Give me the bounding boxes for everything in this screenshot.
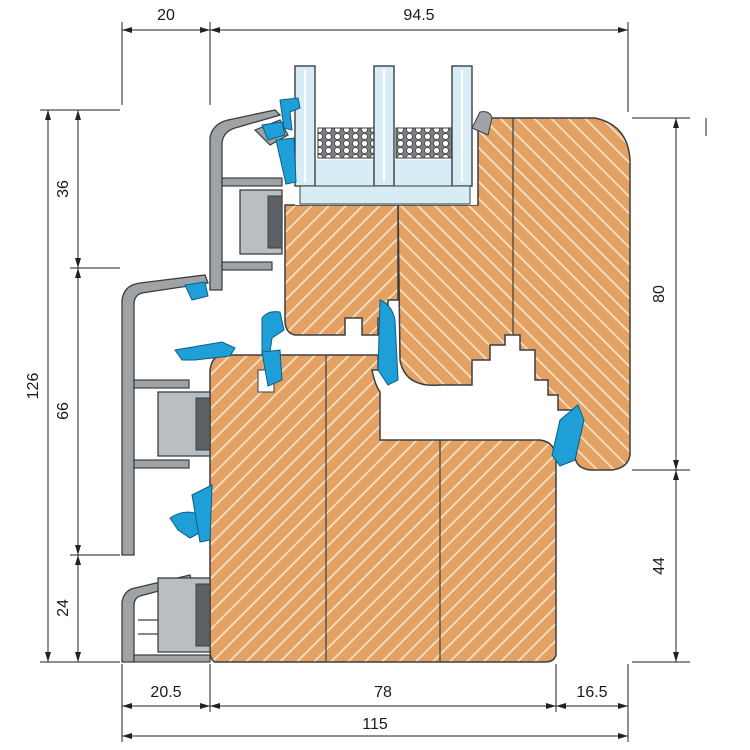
dim-left-lower: 24 xyxy=(55,599,72,617)
dim-top-left: 20 xyxy=(157,7,175,24)
dim-bottom-right: 16.5 xyxy=(576,684,607,701)
triple-glazing xyxy=(294,65,493,205)
aluminium-upper-profile xyxy=(209,109,289,291)
dimension-labels: 20 94.5 126 36 66 24 80 44 20.5 78 16.5 … xyxy=(25,7,668,733)
aluminium-lower-profile xyxy=(121,274,211,663)
dim-bottom-total: 115 xyxy=(362,716,388,733)
sash-lower-wood xyxy=(209,354,557,663)
dim-left-middle: 66 xyxy=(55,402,72,420)
dim-bottom-left: 20.5 xyxy=(150,684,181,701)
dimension-lines xyxy=(40,22,707,742)
seal-gaskets xyxy=(169,97,585,543)
dim-top-right: 94.5 xyxy=(403,7,434,24)
dim-right-lower: 44 xyxy=(651,557,668,575)
dim-left-total: 126 xyxy=(25,373,42,400)
dim-bottom-middle: 78 xyxy=(374,684,392,701)
dim-left-upper: 36 xyxy=(55,180,72,198)
dim-right-upper: 80 xyxy=(651,285,668,303)
